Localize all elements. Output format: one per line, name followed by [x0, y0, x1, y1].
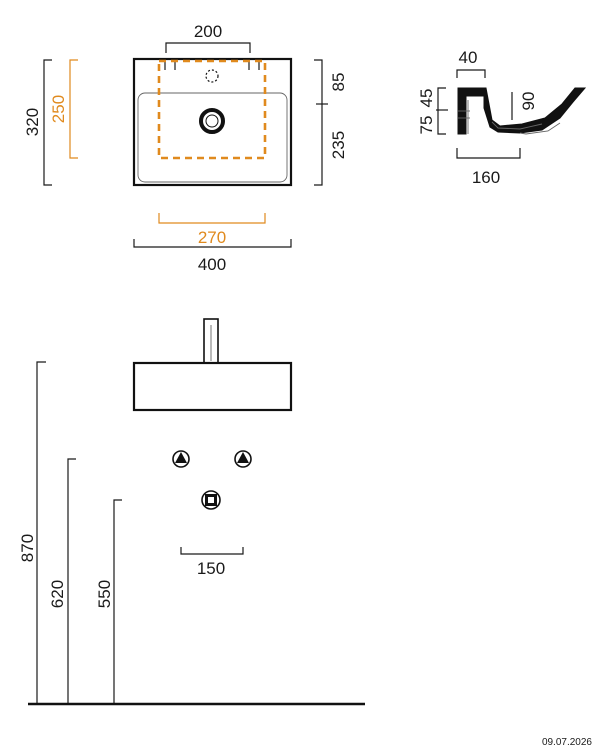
dim-width-total-label: 400 — [198, 255, 226, 274]
dim-bowl-depth-label: 235 — [329, 131, 348, 159]
dim-supply-spacing-label: 150 — [197, 559, 225, 578]
dim-tap-spacing: 200 — [165, 22, 251, 53]
section-back-wall — [457, 87, 587, 135]
dim-supply-height-label: 620 — [48, 580, 67, 608]
dim-height-inner: 250 — [49, 59, 78, 159]
dim-bowl-height-label: 90 — [519, 92, 538, 111]
dim-total-height: 870 — [18, 361, 46, 704]
dim-height-inner-label: 250 — [49, 95, 68, 123]
dim-lower-label: 75 — [417, 116, 436, 135]
mounting-hole-marks — [164, 61, 260, 70]
dim-height-total: 320 — [23, 59, 52, 186]
dim-waste-height: 550 — [95, 499, 122, 704]
drain-icon — [199, 108, 225, 134]
side-section: 40 45 75 90 160 — [417, 48, 587, 187]
dim-supply-spacing: 150 — [180, 547, 244, 578]
dim-inner-width-label: 270 — [198, 228, 226, 247]
dim-right-stack: 85 235 — [314, 59, 348, 186]
dim-total-height-label: 870 — [18, 534, 37, 562]
dim-rim-label: 40 — [459, 48, 478, 67]
dim-waste-height-label: 550 — [95, 580, 114, 608]
basin-front — [132, 361, 293, 412]
supply-valve-left-icon — [172, 450, 190, 468]
front-view: 150 870 620 550 — [18, 318, 365, 706]
cutout-template — [157, 59, 267, 160]
dim-left-stack: 45 75 — [417, 87, 448, 135]
date-stamp: 09.07.2026 — [542, 737, 592, 748]
dim-tap-spacing-label: 200 — [194, 22, 222, 41]
dim-back-ledge-label: 85 — [329, 73, 348, 92]
dim-width-total: 400 — [133, 239, 292, 274]
dim-inner-width: 270 — [158, 213, 266, 247]
basin-outline-top — [132, 57, 293, 187]
dim-upper-label: 45 — [417, 89, 436, 108]
dim-depth-label: 160 — [472, 168, 500, 187]
top-view: 200 320 250 85 235 270 400 — [23, 22, 348, 274]
supply-valve-right-icon — [234, 450, 252, 468]
tap-hole-icon — [205, 69, 219, 83]
dim-rim: 40 — [456, 48, 486, 78]
dim-height-total-label: 320 — [23, 108, 42, 136]
dim-depth: 160 — [456, 148, 521, 187]
waste-outlet-icon — [201, 490, 221, 510]
dim-bowl-height: 90 — [511, 92, 538, 120]
bowl-outline-top — [137, 92, 288, 183]
dim-supply-height: 620 — [48, 458, 76, 704]
